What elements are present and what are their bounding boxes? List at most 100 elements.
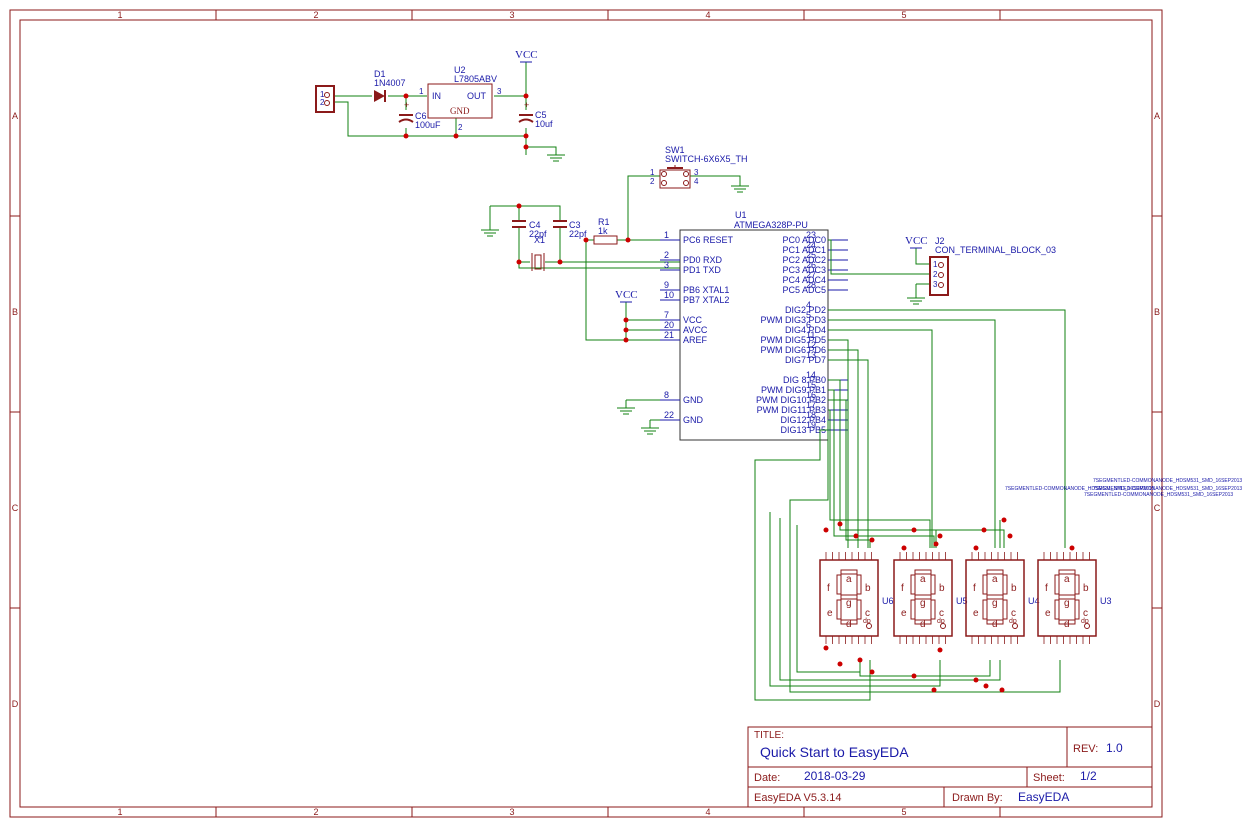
segment-e: [836, 599, 842, 620]
u1-pin-number: 22: [664, 410, 674, 420]
segment-b: [856, 574, 862, 595]
u2-value: L7805ABV: [454, 74, 497, 84]
segment-label: dp: [863, 618, 871, 625]
vcc-symbol-top: VCC: [515, 49, 538, 63]
u1-pin-name: GND: [683, 395, 704, 405]
segment-a: [840, 569, 858, 575]
j2-value: CON_TERMINAL_BLOCK_03: [935, 245, 1056, 255]
segment-e: [910, 599, 916, 620]
segment-label: g: [992, 598, 998, 609]
u1-pin-number: 3: [664, 260, 669, 270]
gnd-symbol: [481, 229, 499, 237]
svg-text:+: +: [524, 100, 529, 110]
rev-value: 1.0: [1106, 741, 1123, 755]
segment-label: b: [1083, 583, 1089, 594]
u1-pin-number: 15: [806, 380, 816, 390]
u2-pin2-num: 2: [458, 123, 463, 132]
display-value-label: 7SEGMENTLED-COMMONANODE_HDSM531_SMD_16SE…: [1093, 486, 1242, 492]
j2-ref: J2: [935, 236, 945, 246]
segment-g: [914, 594, 932, 600]
segment-b: [930, 574, 936, 595]
segment-f: [982, 574, 988, 595]
segment-label: d: [920, 619, 926, 630]
segment-label: a: [920, 574, 926, 585]
segment-dp: [940, 623, 946, 629]
segment-label: b: [1011, 583, 1017, 594]
segment-d: [840, 619, 858, 625]
col-label-top: 3: [509, 10, 514, 20]
u1-pin-number: 23: [806, 230, 816, 240]
u1-pin-name: PWM DIG10 PB2: [756, 395, 826, 405]
sw1-wires: [627, 175, 741, 240]
u1-pin-number: 10: [664, 290, 674, 300]
segment-d: [914, 619, 932, 625]
x1-crystal: X1: [531, 235, 545, 271]
segment-label: c: [1083, 608, 1088, 619]
title-value: Quick Start to EasyEDA: [760, 744, 909, 760]
u1-pin-number: 8: [664, 390, 669, 400]
title-label: TITLE:: [754, 730, 784, 741]
row-label-left: D: [12, 699, 19, 709]
u1-ref: U1: [735, 210, 747, 220]
u1-pin-name: PC1 ADC1: [782, 245, 826, 255]
u2-regulator: U2 L7805ABV IN OUT GND 1 3 2: [419, 65, 502, 132]
u1-pin-number: 19: [806, 420, 816, 430]
gnd-symbol: [547, 154, 565, 162]
vcc-label: VCC: [615, 289, 638, 301]
j1-connector: 1 2: [315, 85, 335, 113]
u1-pin-number: 14: [806, 370, 816, 380]
u1-pin-name: PD1 TXD: [683, 265, 721, 275]
r1-value: 1k: [598, 226, 608, 236]
sheet-label: Sheet:: [1033, 772, 1065, 784]
segment-label: f: [1045, 583, 1048, 594]
c4-value: 22pf: [529, 229, 547, 239]
u1-pin-number: 4: [806, 300, 811, 310]
segment-label: e: [827, 608, 833, 619]
u1-pin-number: 2: [664, 250, 669, 260]
segment-label: d: [1064, 619, 1070, 630]
u1-pin-number: 21: [664, 330, 674, 340]
u1-value: ATMEGA328P-PU: [734, 220, 808, 230]
frame-column-dividers: [10, 10, 1162, 817]
u1-pin-number: 12: [806, 340, 816, 350]
col-label-bottom: 2: [313, 807, 318, 817]
svg-text:+: +: [404, 100, 409, 110]
col-label-top: 2: [313, 10, 318, 20]
c6-value: 100uF: [415, 120, 441, 130]
row-label-left: A: [12, 111, 18, 121]
sw1-pin-2: 2: [650, 177, 655, 186]
seven-segment-displays: abcdefgdpU6abcdefgdpU5abcdefgdpU4abcdefg…: [819, 552, 1112, 644]
junctions: [403, 93, 1075, 693]
u1-pin-name: DIG12 PB4: [780, 415, 826, 425]
gnd-symbol: [731, 185, 749, 193]
date-value: 2018-03-29: [804, 769, 866, 783]
r1-ref: R1: [598, 217, 610, 227]
u1-pin-name: DIG4 PD4: [785, 325, 826, 335]
segment-label: a: [1064, 574, 1070, 585]
segment-label: dp: [937, 618, 945, 625]
sw1-switch: SW1 SWITCH-6X6X5_TH 1 2 3 4: [650, 145, 748, 189]
segment-label: c: [939, 608, 944, 619]
d1-diode: D1 1N4007: [374, 69, 406, 102]
j2-pin-1: 1: [933, 260, 938, 269]
segment-c: [1002, 599, 1008, 620]
c3-ref: C3: [569, 220, 581, 230]
segment-e: [982, 599, 988, 620]
col-label-bottom: 3: [509, 807, 514, 817]
u2-pin-in: IN: [432, 91, 441, 101]
display-ref: U5: [956, 596, 968, 606]
date-label: Date:: [754, 772, 780, 784]
segment-label: e: [901, 608, 907, 619]
u1-pin-name: PC2 ADC2: [782, 255, 826, 265]
sw1-pin-1: 1: [650, 168, 655, 177]
display-ref: U6: [882, 596, 894, 606]
u1-pin-number: 27: [806, 270, 816, 280]
display-bus-wires: [754, 309, 1066, 701]
segment-c: [930, 599, 936, 620]
u1-pin-name: DIG13 PB5: [780, 425, 826, 435]
segment-b: [1002, 574, 1008, 595]
u1-pin-number: 25: [806, 250, 816, 260]
u1-pin-number: 26: [806, 260, 816, 270]
vcc-symbol-j2: VCC: [905, 235, 928, 249]
